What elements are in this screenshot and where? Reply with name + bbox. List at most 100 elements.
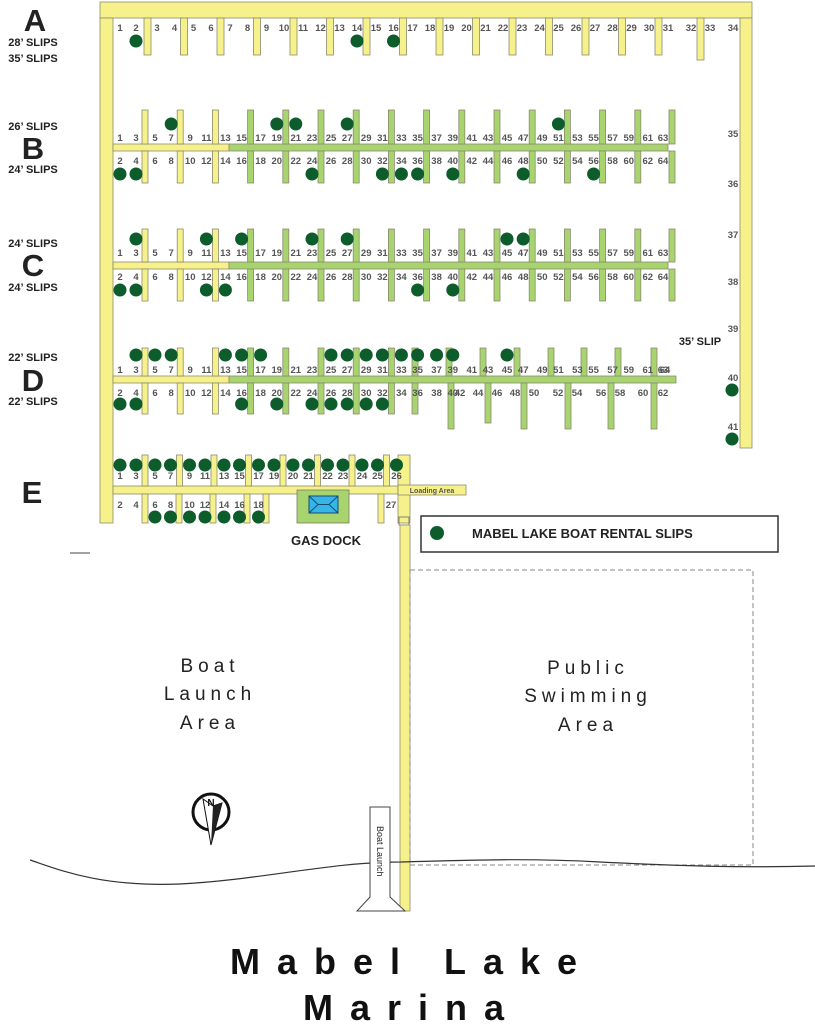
rental-slip-marker-d-24[interactable]: [305, 397, 319, 411]
rental-slip-marker-d-29[interactable]: [359, 348, 373, 362]
dock-b-finger: [634, 109, 642, 145]
rental-slip-marker-e-22[interactable]: [321, 458, 334, 472]
slip-number-a-28: 28: [607, 23, 618, 34]
slip-number-c-2: 2: [117, 272, 122, 283]
rental-slip-marker-c-3[interactable]: [129, 232, 143, 246]
rental-slip-marker-e-24[interactable]: [355, 458, 369, 472]
rental-slip-marker-c-2[interactable]: [113, 283, 127, 297]
rental-slip-marker-d-45[interactable]: [500, 348, 514, 362]
title-line2: Marina: [303, 987, 521, 1024]
rental-slip-marker-e-18[interactable]: [252, 510, 265, 524]
rental-slip-marker-b-24[interactable]: [305, 167, 319, 181]
slip-number-d-20: 20: [272, 388, 283, 399]
rental-slip-marker-a-14[interactable]: [350, 34, 364, 48]
rental-slip-marker-d-26[interactable]: [324, 397, 338, 411]
rental-slip-marker-d-27[interactable]: [340, 348, 354, 362]
rental-slip-marker-d-25[interactable]: [324, 348, 338, 362]
rental-slip-marker-e-17[interactable]: [252, 458, 265, 472]
rental-slip-marker-c-40[interactable]: [446, 283, 460, 297]
rental-slip-marker-e-9[interactable]: [183, 458, 196, 472]
rental-slip-marker-c-23[interactable]: [305, 232, 319, 246]
rental-slip-marker-e-3[interactable]: [129, 458, 143, 472]
rental-slip-marker-b-4[interactable]: [129, 167, 143, 181]
rental-slip-marker-east-41[interactable]: [725, 432, 739, 446]
rental-slip-marker-c-12[interactable]: [199, 283, 213, 297]
dock-a-finger: [180, 17, 188, 56]
rental-slip-marker-e-20[interactable]: [286, 458, 300, 472]
slip-number-c-41: 41: [467, 248, 478, 259]
dock-a-finger: [696, 17, 705, 61]
rental-slip-marker-c-15[interactable]: [235, 232, 249, 246]
rental-slip-marker-e-10[interactable]: [183, 510, 196, 524]
slip-number-b-5: 5: [152, 133, 158, 144]
dock-a-finger: [435, 17, 444, 56]
rental-slip-marker-d-2[interactable]: [113, 397, 127, 411]
rental-slip-marker-e-11[interactable]: [198, 458, 212, 472]
rental-slip-marker-b-21[interactable]: [289, 117, 303, 131]
rental-slip-marker-e-13[interactable]: [217, 458, 231, 472]
rental-slip-marker-c-47[interactable]: [516, 232, 530, 246]
rental-slip-marker-e-12[interactable]: [198, 510, 212, 524]
dock-a-letter: A: [24, 3, 46, 38]
rental-slip-marker-d-33[interactable]: [394, 348, 408, 362]
rental-slip-marker-e-1[interactable]: [113, 458, 127, 472]
loading-area: [397, 484, 467, 496]
rental-slip-marker-e-16[interactable]: [233, 510, 246, 524]
slip-number-d-47: 47: [518, 365, 529, 376]
rental-slip-marker-e-7[interactable]: [164, 458, 177, 472]
rental-slip-marker-b-34[interactable]: [394, 167, 408, 181]
rental-slip-marker-b-19[interactable]: [270, 117, 284, 131]
rental-slip-marker-e-19[interactable]: [267, 458, 281, 472]
rental-slip-marker-e-15[interactable]: [233, 458, 246, 472]
rental-slip-marker-c-14[interactable]: [218, 283, 232, 297]
rental-slip-marker-e-26[interactable]: [390, 458, 403, 472]
rental-slip-marker-c-27[interactable]: [340, 232, 354, 246]
rental-slip-marker-c-11[interactable]: [199, 232, 213, 246]
slip-number-d-44: 44: [473, 388, 484, 399]
rental-slip-marker-d-13[interactable]: [218, 348, 232, 362]
rental-slip-marker-a-16[interactable]: [387, 34, 400, 48]
rental-slip-marker-d-31[interactable]: [375, 348, 389, 362]
slip-number-d-6: 6: [152, 388, 157, 399]
rental-slip-marker-d-17[interactable]: [254, 348, 268, 362]
rental-slip-marker-e-25[interactable]: [371, 458, 384, 472]
rental-slip-marker-e-8[interactable]: [164, 510, 177, 524]
rental-slip-marker-e-21[interactable]: [302, 458, 315, 472]
rental-slip-marker-e-6[interactable]: [148, 510, 162, 524]
rental-slip-marker-b-27[interactable]: [340, 117, 354, 131]
rental-slip-marker-d-7[interactable]: [164, 348, 178, 362]
rental-slip-marker-b-40[interactable]: [446, 167, 460, 181]
slip-number-d-63: 63: [658, 365, 669, 376]
rental-slip-marker-b-56[interactable]: [587, 167, 601, 181]
rental-slip-marker-b-48[interactable]: [516, 167, 530, 181]
rental-slip-marker-e-5[interactable]: [148, 458, 162, 472]
rental-slip-marker-d-35[interactable]: [411, 348, 425, 362]
rental-slip-marker-a-2[interactable]: [129, 34, 143, 48]
rental-slip-marker-d-30[interactable]: [359, 397, 373, 411]
rental-slip-marker-d-32[interactable]: [375, 397, 389, 411]
dock-a-finger: [326, 17, 334, 56]
rental-slip-marker-b-36[interactable]: [411, 167, 425, 181]
rental-slip-marker-c-45[interactable]: [500, 232, 514, 246]
dock-b-finger: [282, 150, 290, 184]
rental-slip-marker-d-4[interactable]: [129, 397, 143, 411]
rental-slip-marker-b-7[interactable]: [164, 117, 178, 131]
rental-slip-marker-b-2[interactable]: [113, 167, 127, 181]
rental-slip-marker-c-4[interactable]: [129, 283, 143, 297]
rental-slip-marker-e-14[interactable]: [217, 510, 231, 524]
rental-slip-marker-e-23[interactable]: [336, 458, 350, 472]
dock-b-finger: [141, 109, 149, 145]
rental-slip-marker-b-32[interactable]: [375, 167, 389, 181]
rental-slip-marker-c-36[interactable]: [411, 283, 425, 297]
rental-slip-marker-d-28[interactable]: [340, 397, 354, 411]
slip-number-c-9: 9: [188, 248, 193, 259]
rental-slip-marker-d-20[interactable]: [270, 397, 284, 411]
rental-slip-marker-d-3[interactable]: [129, 348, 143, 362]
rental-slip-marker-d-16[interactable]: [235, 397, 249, 411]
rental-slip-marker-d-37[interactable]: [430, 348, 444, 362]
rental-slip-marker-d-39[interactable]: [446, 348, 460, 362]
rental-slip-marker-east-40[interactable]: [725, 383, 739, 397]
rental-slip-marker-d-5[interactable]: [148, 348, 162, 362]
rental-slip-marker-d-15[interactable]: [235, 348, 249, 362]
rental-slip-marker-b-51[interactable]: [551, 117, 565, 131]
